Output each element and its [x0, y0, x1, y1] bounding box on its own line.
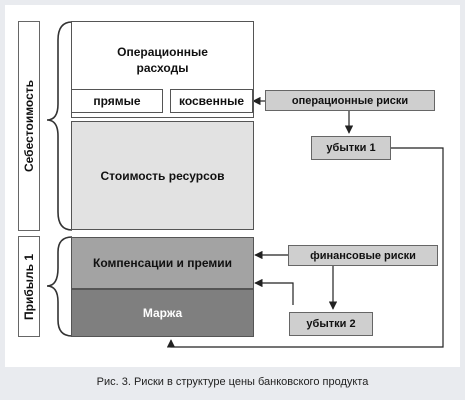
profit-brace [46, 236, 73, 337]
financial-risks-tag: финансовые риски [288, 245, 438, 266]
resource-cost-label: Стоимость ресурсов [100, 168, 225, 183]
compensation-label: Компенсации и премии [93, 256, 232, 270]
compensation-box: Компенсации и премии [71, 237, 254, 289]
operational-risks-tag: операционные риски [265, 90, 435, 111]
cost-side-label: Себестоимость [18, 21, 40, 231]
indirect-costs-box: косвенные [170, 89, 253, 113]
losses-1-tag: убытки 1 [311, 136, 391, 160]
margin-label: Маржа [142, 306, 183, 320]
direct-costs-box: прямые [71, 89, 163, 113]
profit-label: Прибыль 1 [22, 253, 36, 320]
operating-expenses-label: Операционные расходы [117, 45, 208, 75]
financial-risks-label: финансовые риски [310, 249, 416, 262]
indirect-costs-label: косвенные [178, 94, 244, 108]
cost-brace [46, 21, 73, 231]
losses-2-tag: убытки 2 [289, 312, 373, 336]
figure-caption: Рис. 3. Риски в структуре цены банковско… [96, 376, 369, 388]
losses-2-label: убытки 2 [306, 318, 356, 330]
direct-costs-label: прямые [93, 94, 141, 108]
cost-label: Себестоимость [22, 79, 36, 173]
margin-box: Маржа [71, 289, 254, 337]
resource-cost-box: Стоимость ресурсов [71, 121, 254, 230]
profit-side-label: Прибыль 1 [18, 236, 40, 337]
operational-risks-label: операционные риски [291, 94, 409, 107]
losses-1-label: убытки 1 [326, 142, 376, 154]
